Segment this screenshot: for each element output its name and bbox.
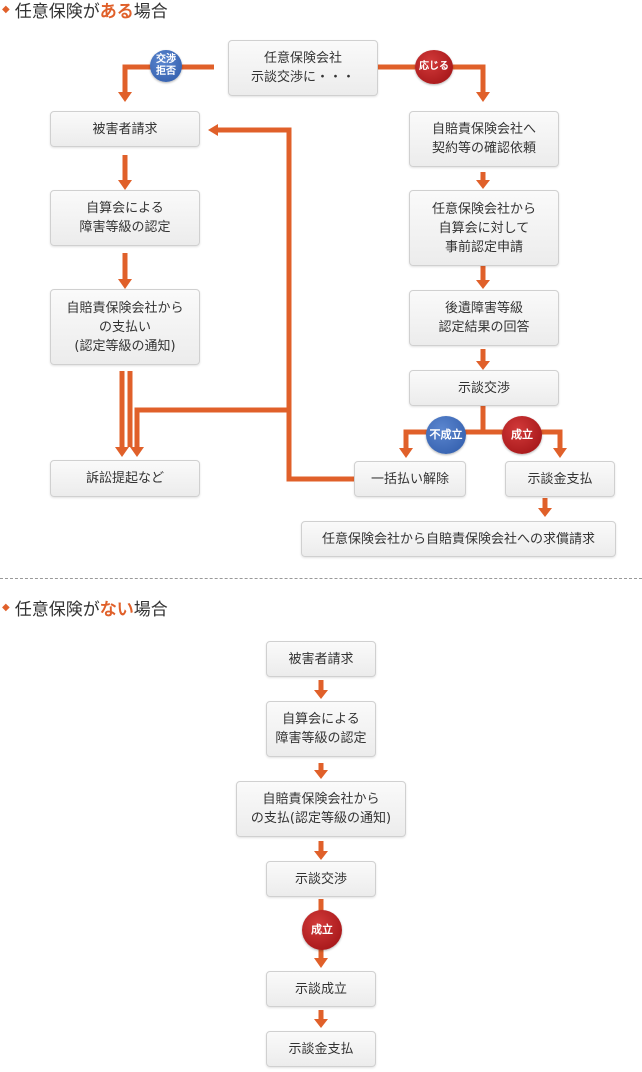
heading-prefix: 任意保険が — [14, 2, 100, 22]
box-victim-claim-2: 被害者請求 — [266, 641, 376, 677]
box-settlement-payment: 示談金支払 — [505, 461, 615, 497]
heading-with-insurance: ◆ 任意保険がある場合 — [2, 1, 168, 23]
box-certification: 自算会による 障害等級の認定 — [50, 190, 200, 246]
box-negotiation-start: 任意保険会社 示談交渉に・・・ — [228, 40, 378, 96]
box-certification-result: 後遺障害等級 認定結果の回答 — [409, 290, 559, 346]
box-lawsuit: 訴訟提起など — [50, 460, 200, 497]
box-negotiation-2: 示談交渉 — [266, 861, 376, 897]
heading-without-insurance: ◆ 任意保険がない場合 — [2, 599, 168, 621]
box-negotiation: 示談交渉 — [409, 370, 559, 406]
heading-highlight: ない — [99, 600, 134, 620]
diamond-bullet-icon: ◆ — [2, 602, 10, 613]
box-certification-2: 自算会による 障害等級の認定 — [266, 701, 376, 757]
box-confirm-request: 自賠責保険会社へ 契約等の確認依頼 — [409, 111, 559, 167]
box-reimbursement: 任意保険会社から自賠責保険会社への求償請求 — [301, 521, 616, 557]
box-lump-sum-cancel: 一括払い解除 — [354, 461, 466, 497]
badge-accept: 応じる — [415, 50, 453, 84]
badge-failed: 不成立 — [426, 416, 466, 454]
diamond-bullet-icon: ◆ — [2, 4, 10, 15]
box-victim-claim: 被害者請求 — [50, 111, 200, 147]
badge-success-2: 成立 — [302, 910, 342, 950]
badge-success: 成立 — [502, 416, 542, 454]
heading-suffix: 場合 — [133, 600, 168, 620]
box-payment: 自賠責保険会社から の支払い (認定等級の通知) — [50, 289, 200, 365]
section-divider — [0, 578, 642, 579]
heading-suffix: 場合 — [133, 2, 168, 22]
box-settled-2: 示談成立 — [266, 971, 376, 1007]
box-payment-2: 自賠責保険会社から の支払(認定等級の通知) — [236, 781, 406, 837]
heading-prefix: 任意保険が — [14, 600, 100, 620]
box-pre-certification: 任意保険会社から 自算会に対して 事前認定申請 — [409, 190, 559, 266]
heading-highlight: ある — [99, 2, 134, 22]
badge-negotiation-refused: 交渉 拒否 — [150, 50, 182, 82]
box-settlement-payment-2: 示談金支払 — [266, 1031, 376, 1067]
